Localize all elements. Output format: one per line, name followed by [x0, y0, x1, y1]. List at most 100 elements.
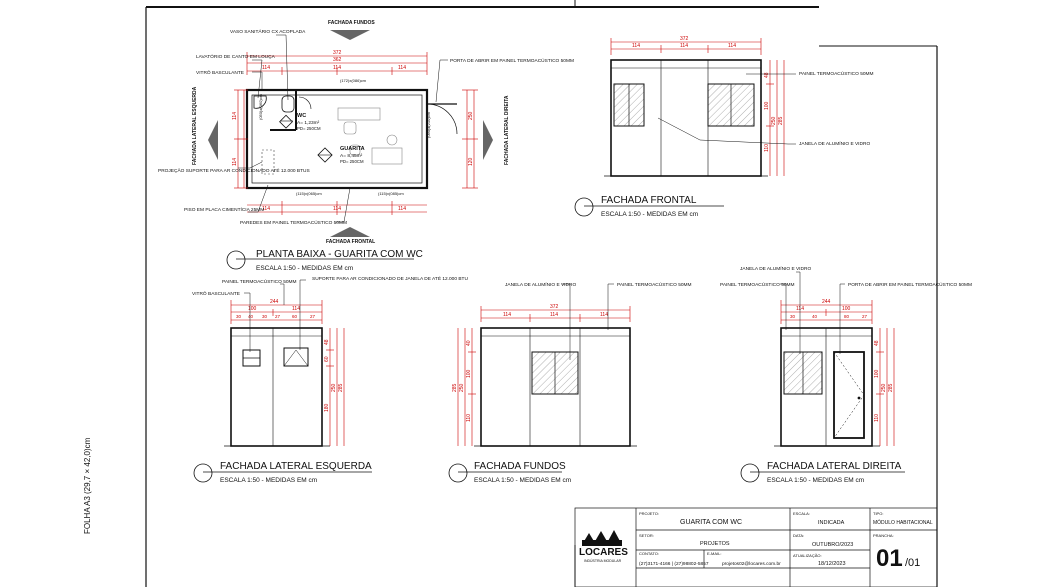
- dim-label: 114: [262, 206, 270, 212]
- annotation-lavatorio: LAVATÓRIO DE CANTO EM LOUÇA: [196, 53, 276, 60]
- label-projeto: PROJETO:: [639, 511, 659, 516]
- floor-plan: WC A= 1,23m² PD= 250CM GUARITA A= 8,45m²…: [158, 20, 574, 272]
- dim-label: 27: [310, 314, 316, 319]
- window-tag: (115)x(085)cm: [378, 191, 404, 196]
- value-setor: PROJETOS: [700, 541, 730, 547]
- room-marker-guarita-icon: [317, 147, 333, 163]
- desk-icon: [337, 107, 381, 121]
- dim-label: 372: [333, 50, 342, 56]
- dim-label: 114: [232, 112, 238, 120]
- dim-label: 110: [874, 414, 880, 422]
- dim-label: 114: [262, 65, 270, 71]
- dim-label: 60: [292, 314, 298, 319]
- annotation-vaso: VASO SANITÁRIO CX ACOPLADA: [230, 28, 306, 35]
- dim-label: 372: [680, 36, 689, 42]
- right-title: FACHADA LATERAL DIREITA: [767, 461, 902, 472]
- dim-label: 48: [764, 72, 770, 78]
- table-icon: [371, 147, 403, 165]
- dim-label: 285: [888, 383, 894, 392]
- dim-label: 114: [292, 306, 300, 312]
- dim-label: 114: [632, 43, 640, 49]
- value-contato: (27)3171-4166 | (27)98802-5857: [639, 561, 709, 567]
- back-annotation-painel: PAINEL TERMOACÚSTICO 50MM: [617, 281, 692, 288]
- dim-label: 285: [778, 116, 784, 125]
- front-annotation-painel: PAINEL TERMOACÚSTICO 50MM: [799, 70, 874, 77]
- dim-label: 285: [452, 383, 458, 392]
- annotation-piso: PISO EM PLACA CIMENTÍCIA 25MM: [184, 206, 264, 213]
- facade-label-top: FACHADA FUNDOS: [328, 20, 375, 26]
- label-data: DATA:: [793, 533, 804, 538]
- title-block: LOCARES INDÚSTRIA MODULAR PROJETO: GUARI…: [574, 507, 938, 587]
- annotation-paredes: PAREDES EM PAINEL TERMOACÚSTICO 50MM: [240, 219, 347, 226]
- title-bubble-icon: [193, 463, 213, 483]
- dim-label: 114: [398, 65, 406, 71]
- window-tag: (090)x(210)cm: [426, 111, 431, 138]
- dim-label: 100: [466, 369, 472, 378]
- left-ac-support: [283, 347, 309, 367]
- dim-label: 362: [333, 57, 342, 63]
- locares-logo-icon: [582, 530, 622, 546]
- dim-label: 40: [248, 314, 254, 319]
- right-annotation-porta: PORTA DE ABRIR EM PAINEL TERMOACÚSTICO 5…: [848, 281, 972, 288]
- dim-label: 114: [333, 65, 341, 71]
- label-escala: ESCALA:: [793, 511, 810, 516]
- sheet-frame: [145, 0, 938, 587]
- dim-label: 100: [842, 306, 851, 312]
- title-bubble-icon: [226, 250, 246, 270]
- value-atualizacao: 18/12/2023: [818, 561, 846, 567]
- front-title: FACHADA FRONTAL: [601, 195, 697, 206]
- room-pd-wc: PD= 250CM: [297, 126, 321, 131]
- label-setor: SETOR:: [639, 533, 654, 538]
- chair-icon: [343, 121, 357, 135]
- chair-icon: [349, 144, 361, 156]
- dim-label: 120: [468, 157, 474, 166]
- annotation-porta: PORTA DE ABRIR EM PAINEL TERMOACÚSTICO 5…: [450, 57, 574, 64]
- dim-label: 114: [398, 206, 406, 212]
- view-marker-left-icon: [208, 120, 218, 160]
- dim-label: 250: [331, 383, 337, 392]
- right-elevation: 244 114 100 30 40 80 27 48 100 110 250 2…: [720, 265, 972, 484]
- dim-label: 40: [812, 314, 818, 319]
- dim-label: 114: [503, 312, 511, 318]
- entry-door-swing: [426, 103, 458, 135]
- label-contato: CONTATO:: [639, 551, 659, 556]
- room-area-wc: A= 1,23m²: [297, 120, 320, 126]
- dim-label: 30: [790, 314, 796, 319]
- dim-label: 110: [466, 414, 472, 422]
- chair-icon: [386, 134, 398, 146]
- dim-label: 40: [466, 340, 472, 346]
- dim-label: 285: [338, 383, 344, 392]
- company-subtitle: INDÚSTRIA MODULAR: [584, 559, 622, 563]
- dim-label: 114: [680, 43, 688, 49]
- dim-label: 250: [459, 383, 465, 392]
- value-prancha-total: /01: [905, 557, 920, 569]
- title-bubble-icon: [574, 197, 594, 217]
- dim-label: 372: [550, 304, 559, 310]
- wc-door-swing: [298, 96, 312, 110]
- dim-label: 27: [862, 314, 868, 319]
- annotation-vitro: VITRÔ BASCULANTE: [196, 69, 244, 76]
- value-tipo: MÓDULO HABITACIONAL: [873, 519, 933, 526]
- left-elevation-outline: [230, 327, 323, 447]
- company-name: LOCARES: [579, 547, 628, 558]
- title-bubble-icon: [740, 463, 760, 483]
- dim-label: 60: [324, 356, 330, 362]
- dim-label: 114: [333, 206, 341, 212]
- view-marker-bottom-icon: [330, 227, 370, 237]
- dim-label: 114: [232, 158, 238, 166]
- dim-label: 30: [236, 314, 242, 319]
- plan-scale: ESCALA 1:50 - MEDIDAS EM cm: [256, 265, 353, 272]
- dim-label: 250: [771, 116, 777, 125]
- window-tag: (172)x(086)cm: [340, 78, 367, 83]
- facade-label-bottom: FACHADA FRONTAL: [326, 239, 375, 245]
- back-scale: ESCALA 1:50 - MEDIDAS EM cm: [474, 477, 571, 484]
- value-data: OUTUBRO/2023: [812, 542, 853, 548]
- dim-label: 100: [764, 101, 770, 110]
- facade-label-right: FACHADA LATERAL DIREITA: [504, 95, 510, 165]
- plan-title: PLANTA BAIXA - GUARITA COM WC: [256, 249, 423, 260]
- dim-label: 110: [764, 144, 770, 152]
- dim-label: 114: [550, 312, 558, 318]
- annotation-projecao: PROJEÇÃO SUPORTE PARA AR CONDICIONADO AT…: [158, 167, 310, 174]
- front-elevation: 372 114 114 114 48 100 110 250 285 PAINE…: [574, 36, 874, 218]
